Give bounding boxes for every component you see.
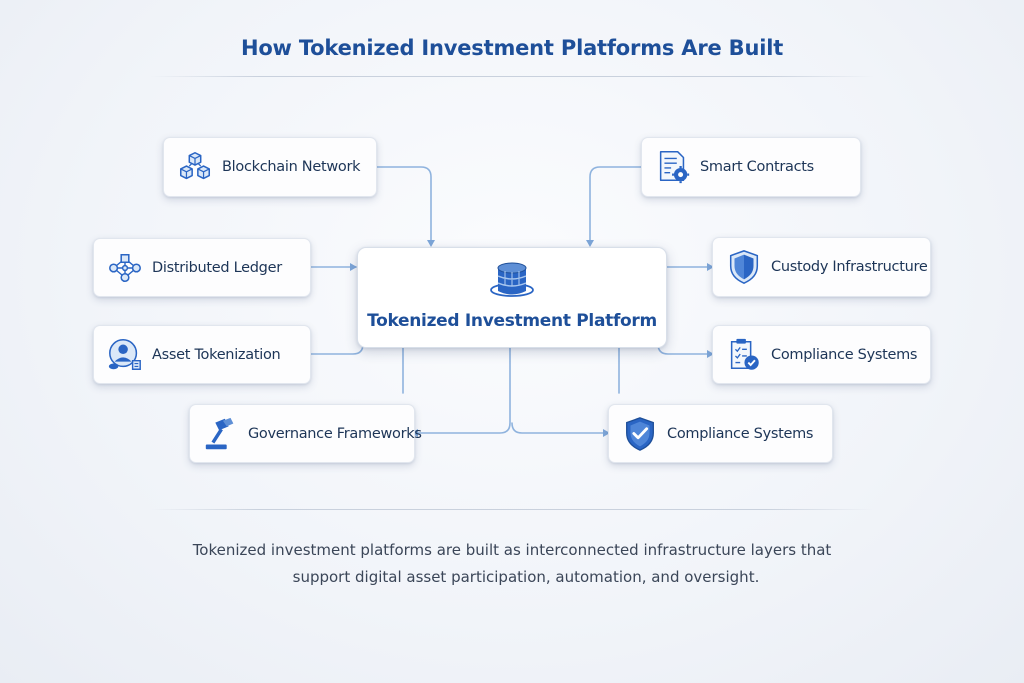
arrowhead-compliance-systems-2 — [603, 429, 610, 437]
central-platform-node[interactable]: Tokenized Investment Platform — [357, 247, 667, 348]
gavel-icon — [205, 417, 234, 449]
caption-divider — [150, 509, 874, 510]
shield-check-icon — [626, 416, 654, 451]
node-label: Blockchain Network — [222, 159, 361, 175]
arrowhead-compliance-systems-1 — [707, 350, 714, 358]
clipboard-check-icon — [730, 338, 759, 370]
connector-smart-contracts — [589, 166, 642, 246]
node-label: Governance Frameworks — [248, 425, 422, 442]
arrowhead-blockchain-network — [427, 240, 435, 247]
node-smart-contracts[interactable]: Smart Contracts — [641, 137, 861, 197]
central-platform-label: Tokenized Investment Platform — [367, 311, 657, 331]
database-stack-icon — [490, 262, 534, 297]
arrowhead-smart-contracts — [586, 240, 594, 247]
user-token-icon — [108, 338, 141, 370]
blockchain-cubes-icon — [179, 151, 211, 180]
node-compliance-systems-1[interactable]: Compliance Systems — [712, 325, 931, 384]
node-label: Distributed Ledger — [152, 259, 282, 276]
network-nodes-icon — [109, 253, 141, 282]
node-label: Smart Contracts — [700, 159, 814, 175]
node-compliance-systems-2[interactable]: Compliance Systems — [608, 404, 833, 463]
arrowhead-custody-infrastructure — [707, 263, 714, 271]
diagram-title: How Tokenized Investment Platforms Are B… — [240, 36, 784, 60]
connector-governance-frameworks — [414, 346, 511, 434]
caption-line-2: support digital asset participation, aut… — [292, 568, 760, 586]
arrowhead-distributed-ledger — [350, 263, 357, 271]
node-label: Compliance Systems — [771, 346, 918, 363]
node-label: Custody Infrastructure — [771, 259, 928, 275]
node-custody-infrastructure[interactable]: Custody Infrastructure — [712, 237, 931, 297]
title-divider — [150, 76, 874, 77]
node-label: Asset Tokenization — [152, 346, 281, 363]
connector-blockchain-network — [376, 166, 432, 246]
node-blockchain-network[interactable]: Blockchain Network — [163, 137, 377, 197]
connector-compliance-systems-2 — [511, 422, 609, 434]
node-asset-tokenization[interactable]: Asset Tokenization — [93, 325, 311, 384]
shield-icon — [729, 250, 759, 284]
node-distributed-ledger[interactable]: Distributed Ledger — [93, 238, 311, 297]
diagram-caption: Tokenized investment platforms are built… — [0, 537, 1024, 591]
caption-line-1: Tokenized investment platforms are built… — [192, 541, 832, 559]
node-governance-frameworks[interactable]: Governance Frameworks — [189, 404, 422, 463]
connector-asset-tokenization — [310, 329, 364, 355]
document-gear-icon — [659, 151, 690, 184]
node-label: Compliance Systems — [667, 425, 814, 442]
